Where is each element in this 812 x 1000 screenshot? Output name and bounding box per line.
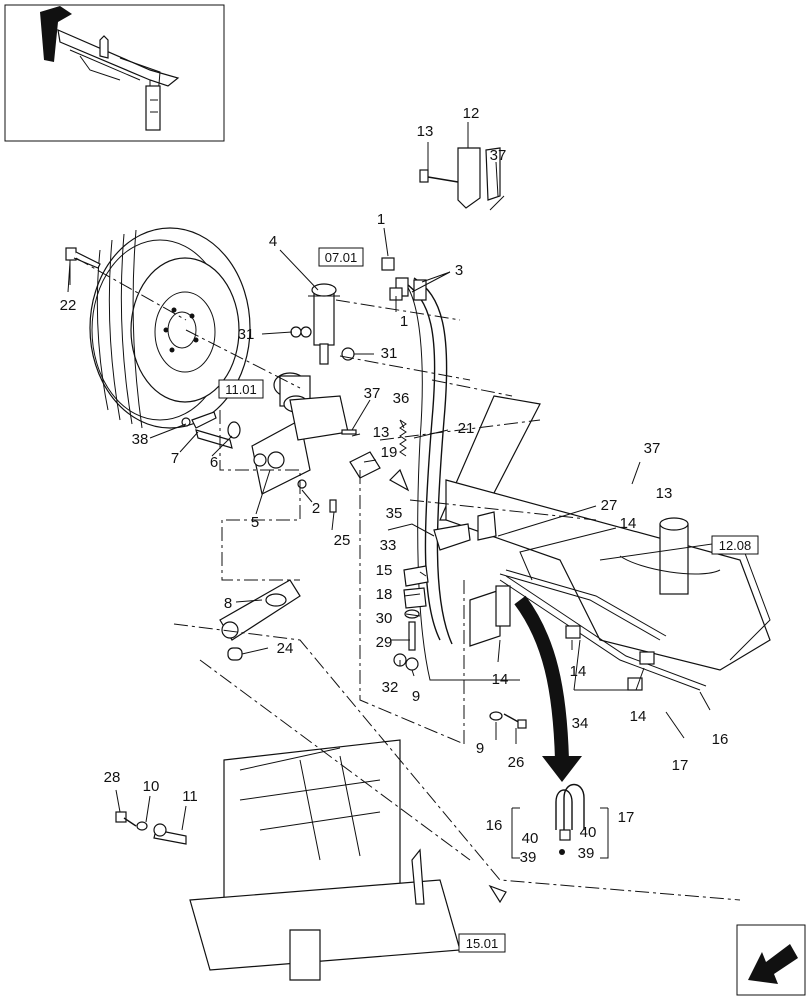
callout-32: 32	[382, 679, 399, 696]
callout-33: 33	[380, 537, 397, 554]
ref-box-15-01[interactable]: 15.01	[458, 933, 506, 953]
callout-2: 2	[312, 500, 320, 517]
wheel-tire	[89, 227, 251, 429]
spring-assembly	[341, 419, 410, 492]
callout-31: 31	[238, 326, 255, 343]
ref-label: 15.01	[466, 936, 499, 951]
callout-14: 14	[620, 515, 637, 532]
ref-label: 11.01	[225, 382, 257, 397]
callout-29: 29	[376, 634, 393, 651]
hydraulic-hoses	[395, 277, 520, 681]
callout-40: 40	[522, 830, 539, 847]
callout-31: 31	[381, 345, 398, 362]
pin-11	[115, 811, 187, 845]
callout-3: 3	[455, 262, 463, 279]
callout-15: 15	[376, 562, 393, 579]
callout-27: 27	[601, 497, 618, 514]
callout-5: 5	[251, 514, 259, 531]
bracket-12	[419, 147, 505, 211]
ref-box-11-01[interactable]: 11.01	[218, 379, 264, 399]
callout-labels: 1 1 2 3 4 5 6 7 8 9 9 10 11 12 13 13 13 …	[60, 105, 729, 866]
callout-22: 22	[60, 297, 77, 314]
detail-16-17	[511, 783, 609, 859]
callout-11: 11	[182, 788, 198, 805]
base-frame	[189, 739, 507, 981]
construction-lines	[75, 257, 741, 901]
callout-14: 14	[630, 708, 647, 725]
callout-6: 6	[210, 454, 218, 471]
leader-lines	[67, 122, 711, 831]
callout-36: 36	[393, 390, 410, 407]
callout-39: 39	[578, 845, 595, 862]
arm-8	[219, 579, 301, 661]
callout-37: 37	[644, 440, 661, 457]
callout-14: 14	[570, 663, 587, 680]
detail-arrow-icon	[514, 595, 582, 782]
nuts-31	[290, 326, 355, 361]
callout-40: 40	[580, 824, 597, 841]
callout-13: 13	[417, 123, 434, 140]
mount-assembly	[181, 395, 349, 513]
callout-38: 38	[132, 431, 149, 448]
bolt-26	[489, 711, 527, 729]
callout-13: 13	[373, 424, 390, 441]
brackets-stack	[393, 511, 497, 671]
ref-box-07-01[interactable]: 07.01	[318, 247, 364, 267]
callout-21: 21	[458, 420, 475, 437]
callout-14: 14	[492, 671, 509, 688]
callout-13: 13	[656, 485, 673, 502]
callout-16: 16	[712, 731, 729, 748]
ref-label: 12.08	[719, 538, 752, 553]
ref-label: 07.01	[325, 250, 358, 265]
callout-9: 9	[412, 688, 420, 705]
callout-28: 28	[104, 769, 121, 786]
callout-1: 1	[400, 313, 408, 330]
ref-box-12-08[interactable]: 12.08	[711, 535, 759, 555]
bolt-22	[65, 247, 101, 285]
callout-1: 1	[377, 211, 385, 228]
callout-19: 19	[381, 444, 398, 461]
next-arrow-icon[interactable]	[736, 924, 806, 996]
callout-18: 18	[376, 586, 393, 603]
callout-16: 16	[486, 817, 503, 834]
callout-4: 4	[269, 233, 277, 250]
callout-37: 37	[364, 385, 381, 402]
machine-overview-icon[interactable]	[4, 4, 225, 142]
callout-35: 35	[386, 505, 403, 522]
callout-37: 37	[490, 147, 507, 164]
callout-10: 10	[143, 778, 160, 795]
callout-17: 17	[618, 809, 635, 826]
callout-39: 39	[520, 849, 537, 866]
hydraulic-cylinder	[308, 283, 340, 365]
callout-9: 9	[476, 740, 484, 757]
callout-34: 34	[572, 715, 589, 732]
callout-30: 30	[376, 610, 393, 627]
callout-8: 8	[224, 595, 232, 612]
callout-25: 25	[334, 532, 351, 549]
callout-12: 12	[463, 105, 480, 122]
callout-7: 7	[171, 450, 179, 467]
callout-26: 26	[508, 754, 525, 771]
callout-24: 24	[277, 640, 294, 657]
callout-17: 17	[672, 757, 689, 774]
tube-lines	[469, 569, 707, 691]
